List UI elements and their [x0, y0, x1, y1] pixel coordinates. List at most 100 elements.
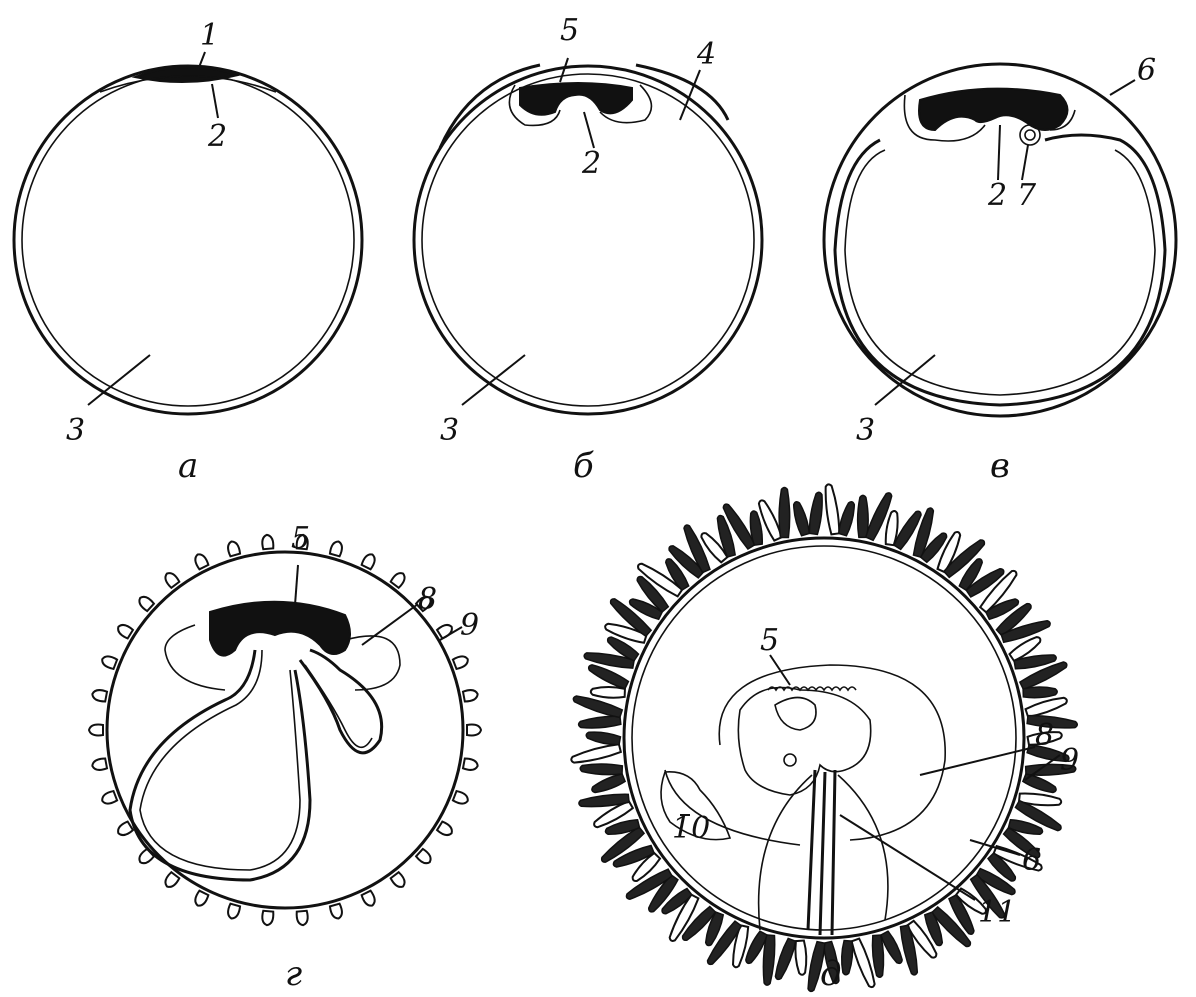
embryo-body: [210, 602, 350, 656]
yolk-sac-wall: [835, 135, 1165, 405]
label-2: 2: [207, 119, 227, 154]
villus: [163, 872, 180, 890]
villus: [296, 911, 308, 926]
villus: [1023, 686, 1057, 698]
allantois-loop: [300, 650, 382, 753]
villus: [100, 791, 117, 806]
villus: [100, 654, 117, 669]
villus: [262, 534, 274, 549]
chorion-ring: [624, 538, 1024, 938]
villus: [858, 495, 869, 537]
villus: [226, 904, 240, 920]
villus: [453, 791, 470, 806]
chorion-inner-ring: [632, 546, 1016, 930]
caption-d: д: [820, 954, 842, 994]
yolk-sac-outer-ring: [14, 66, 362, 414]
label-3: 3: [440, 413, 459, 448]
villus: [361, 891, 377, 908]
caption-v: в: [990, 446, 1010, 486]
label-4: 4: [696, 37, 716, 72]
caption-b: б: [573, 446, 594, 486]
villus: [91, 689, 107, 702]
leader-6: [1110, 80, 1135, 95]
label-8: 8: [418, 582, 437, 617]
villus: [840, 940, 853, 975]
villus: [116, 622, 134, 639]
label-2: 2: [987, 178, 1007, 213]
villus: [116, 821, 134, 838]
allantois-loop-inner: [305, 665, 372, 747]
leader-11: [840, 815, 975, 900]
umbilical-vessel-right: [838, 775, 888, 920]
villus: [361, 552, 377, 569]
caption-a: а: [178, 446, 198, 486]
yolk-sac-inner-ring: [22, 74, 354, 406]
villus: [330, 540, 344, 556]
embryo-eye: [784, 754, 796, 766]
embryo-somites: [768, 687, 856, 690]
villus: [262, 911, 274, 926]
embryo-outline: [738, 688, 870, 796]
villus: [463, 758, 479, 771]
panel-b: 5 4 2 3 б: [414, 13, 762, 486]
umbilical-cord: [808, 770, 835, 935]
leader-5: [295, 565, 298, 605]
label-6: 6: [1137, 53, 1156, 88]
label-5: 5: [560, 13, 579, 48]
label-11: 11: [978, 895, 1016, 930]
villus: [823, 484, 840, 535]
villus: [779, 488, 790, 538]
label-7: 7: [1017, 178, 1037, 213]
villus: [570, 743, 621, 765]
label-9: 9: [460, 608, 479, 643]
villus: [193, 891, 209, 908]
label-3: 3: [856, 413, 875, 448]
villus: [193, 552, 209, 569]
leader-2: [998, 125, 1000, 180]
villus: [463, 689, 479, 702]
label-5: 5: [760, 623, 779, 658]
yolk-sac-stalk: [130, 650, 310, 880]
villus: [91, 758, 107, 771]
villus: [585, 730, 620, 746]
villus: [89, 725, 103, 736]
villus: [390, 570, 407, 588]
villus: [416, 849, 434, 866]
label-2: 2: [581, 146, 601, 181]
leader-8: [362, 604, 418, 645]
villus: [437, 821, 455, 838]
villus: [591, 686, 625, 698]
panel-a: 1 2 3 а: [14, 18, 362, 486]
panel-g: 5 8 9 г: [89, 521, 481, 994]
villus: [808, 492, 824, 535]
leader-7: [1022, 145, 1028, 180]
label-3: 3: [66, 413, 85, 448]
leader-2: [584, 112, 594, 148]
villus: [330, 904, 344, 920]
leader-2: [212, 84, 218, 118]
caption-g: г: [285, 954, 302, 994]
villus: [137, 594, 155, 611]
villus: [226, 540, 240, 556]
label-9: 9: [1060, 743, 1079, 778]
allantois-bud-inner: [1025, 130, 1035, 140]
embryo-body: [919, 89, 1068, 130]
villus: [1022, 773, 1057, 796]
label-10: 10: [672, 811, 710, 846]
villus: [453, 654, 470, 669]
panel-d: 5 8 9 10 6 11 д: [570, 484, 1079, 994]
label-1: 1: [200, 18, 219, 53]
villus: [580, 763, 622, 775]
allantois-bud: [1020, 125, 1040, 145]
villus: [390, 872, 407, 890]
leader-3: [875, 355, 935, 405]
label-6: 6: [1022, 843, 1041, 878]
yolk-sac-outer-ring: [414, 66, 762, 414]
villus: [467, 725, 481, 736]
leader-8: [920, 747, 1035, 775]
leader-3: [88, 355, 150, 405]
yolk-sac-stalk-inner: [140, 650, 300, 870]
villus: [838, 500, 858, 536]
villus: [1025, 695, 1068, 718]
